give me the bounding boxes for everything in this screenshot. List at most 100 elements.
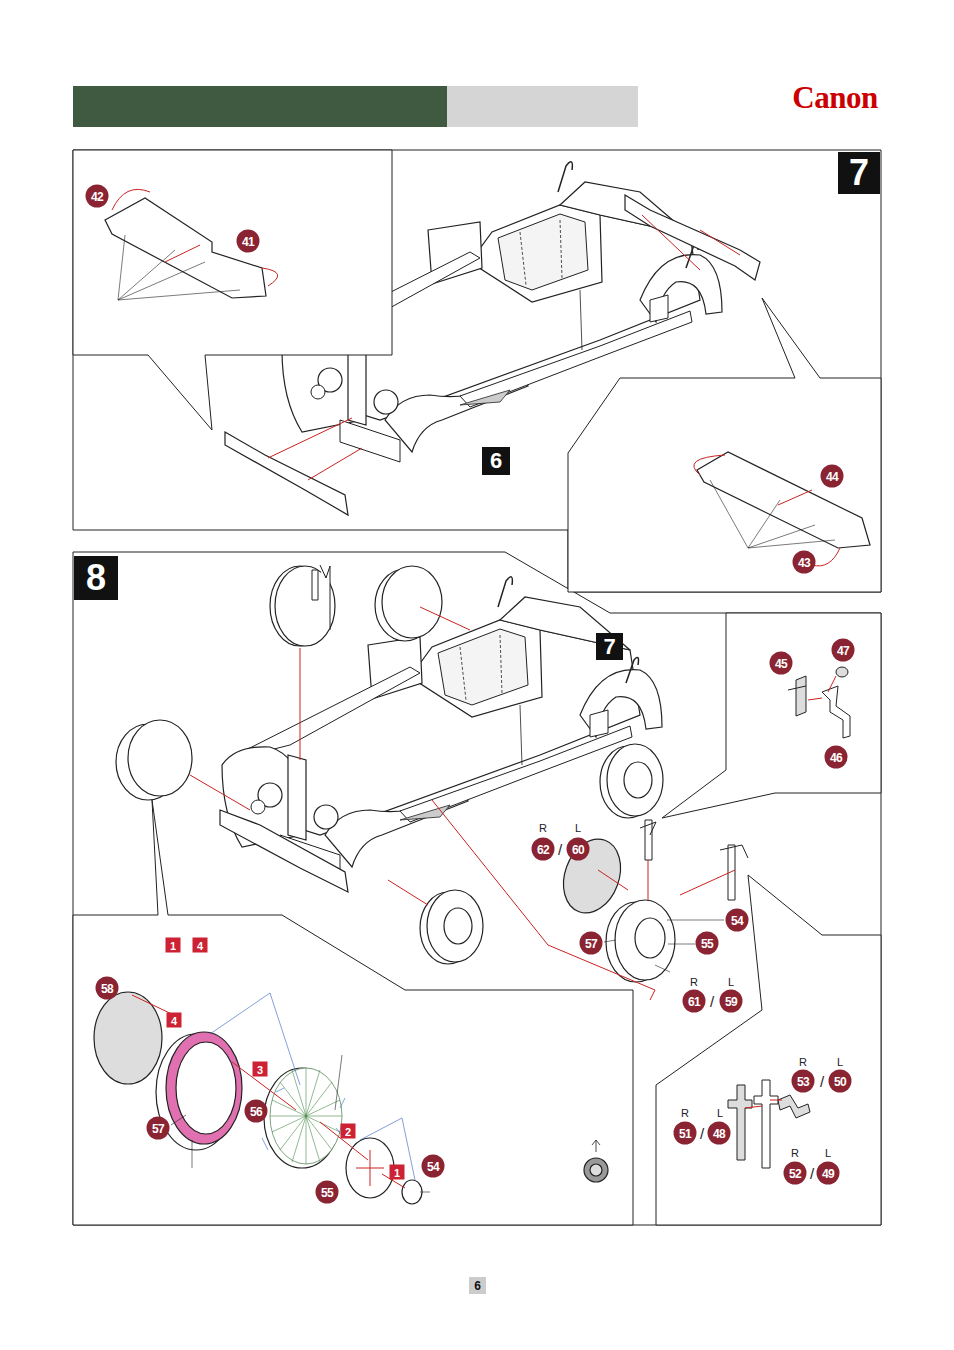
callout-number: 47 — [832, 639, 855, 662]
side-marker: L — [716, 1107, 724, 1119]
leader-line — [604, 940, 616, 942]
wheel — [554, 831, 631, 921]
step-order-marker: 2 — [341, 1124, 356, 1139]
detail-inset — [73, 150, 392, 430]
assembly-arrow — [308, 448, 362, 480]
mount-bracket — [640, 820, 656, 860]
bumper-part — [105, 198, 870, 548]
bumper — [225, 432, 348, 515]
callout-number: 61 — [683, 990, 706, 1013]
wheel-part — [402, 1180, 422, 1204]
side-marker: L — [574, 822, 582, 834]
bumper-part — [105, 198, 266, 298]
header-bar — [73, 86, 638, 127]
bracket-part — [788, 667, 850, 738]
mount-bracket — [720, 845, 748, 900]
callout-number: 62 — [532, 838, 555, 861]
assembly-arrow — [745, 1100, 782, 1108]
assembly-arrow — [132, 995, 405, 1188]
leader-line — [655, 965, 670, 972]
detail-inset — [73, 613, 881, 1225]
bracket-part — [822, 686, 850, 738]
fold-line — [710, 480, 835, 548]
detail-inset — [568, 298, 881, 592]
callout-number: 46 — [825, 746, 848, 769]
side-marker: R — [680, 1107, 690, 1119]
side-marker: L — [824, 1147, 832, 1159]
callout-number: 54 — [726, 909, 749, 932]
assembly-arrow — [745, 1106, 762, 1108]
stay-part — [754, 1080, 778, 1168]
wheel — [607, 744, 663, 816]
bumper-part — [697, 452, 870, 548]
wheel-part — [356, 1150, 384, 1186]
assembly-arrow — [420, 607, 470, 630]
callout-number: 44 — [821, 465, 844, 488]
callout-number: 43 — [793, 551, 816, 574]
callout-number: 51 — [674, 1122, 697, 1145]
leader-line — [192, 1140, 193, 1168]
leader-line — [210, 993, 300, 1085]
fold-line — [118, 235, 835, 548]
wheel — [444, 908, 472, 944]
stay-part — [728, 1085, 752, 1160]
leader-line — [171, 1115, 186, 1125]
callout-number: 57 — [147, 1117, 170, 1140]
step-order-marker: 4 — [167, 1013, 182, 1028]
bumper — [220, 810, 348, 892]
assembly-arrow — [388, 880, 428, 905]
wheel — [635, 918, 665, 958]
separator: / — [700, 1125, 704, 1142]
callout-number: 55 — [696, 932, 719, 955]
side-marker: R — [798, 1056, 808, 1068]
callout-number: 54 — [422, 1155, 445, 1178]
leader-line — [420, 1192, 430, 1193]
glue-arrow — [812, 548, 840, 566]
side-marker: L — [836, 1056, 844, 1068]
wheel-part — [590, 1164, 602, 1176]
header-bar — [73, 86, 447, 127]
wheel — [615, 900, 675, 980]
callout-number: 48 — [708, 1122, 731, 1145]
separator: / — [710, 993, 714, 1010]
glue-arrow — [112, 189, 840, 566]
header-bar — [447, 86, 638, 127]
bracket-part — [836, 667, 848, 677]
assembly-arrow — [300, 648, 301, 760]
leader-line — [262, 1088, 345, 1150]
wheel — [427, 890, 483, 962]
step-label: 8 — [86, 560, 106, 596]
callout-number: 41 — [237, 230, 260, 253]
callout-number: 53 — [792, 1070, 815, 1093]
callout-number: 52 — [784, 1162, 807, 1185]
assembly-arrow — [680, 870, 735, 895]
assembly-arrow — [808, 676, 836, 700]
step-order-marker: 1 — [166, 938, 181, 953]
step-reference: 6 — [482, 447, 510, 475]
leader-line — [171, 920, 724, 1192]
assembly-arrow — [642, 215, 700, 270]
step-order-marker: 4 — [193, 938, 208, 953]
callout-number: 42 — [86, 185, 109, 208]
wheel-part — [584, 1158, 608, 1182]
stay-part — [778, 1095, 810, 1118]
detail-inset — [662, 613, 881, 818]
detail-inset — [73, 150, 881, 592]
bracket-part — [788, 676, 806, 716]
step-number: 7 — [838, 152, 880, 194]
step-panel — [73, 150, 881, 1225]
stay-part — [728, 1080, 810, 1168]
wheel-part — [166, 1032, 242, 1144]
callout-number: 59 — [720, 990, 743, 1013]
assembly-arrow — [700, 230, 740, 255]
separator: / — [810, 1165, 814, 1182]
glue-arrow — [778, 490, 812, 505]
assembly-arrow — [320, 1122, 368, 1160]
wheel — [624, 762, 652, 798]
spare-tire-cover — [275, 566, 335, 646]
wheel-part — [94, 992, 608, 1204]
step-order-marker: 1 — [390, 1165, 405, 1180]
leader-line — [668, 944, 695, 945]
leader-line — [360, 1118, 415, 1180]
